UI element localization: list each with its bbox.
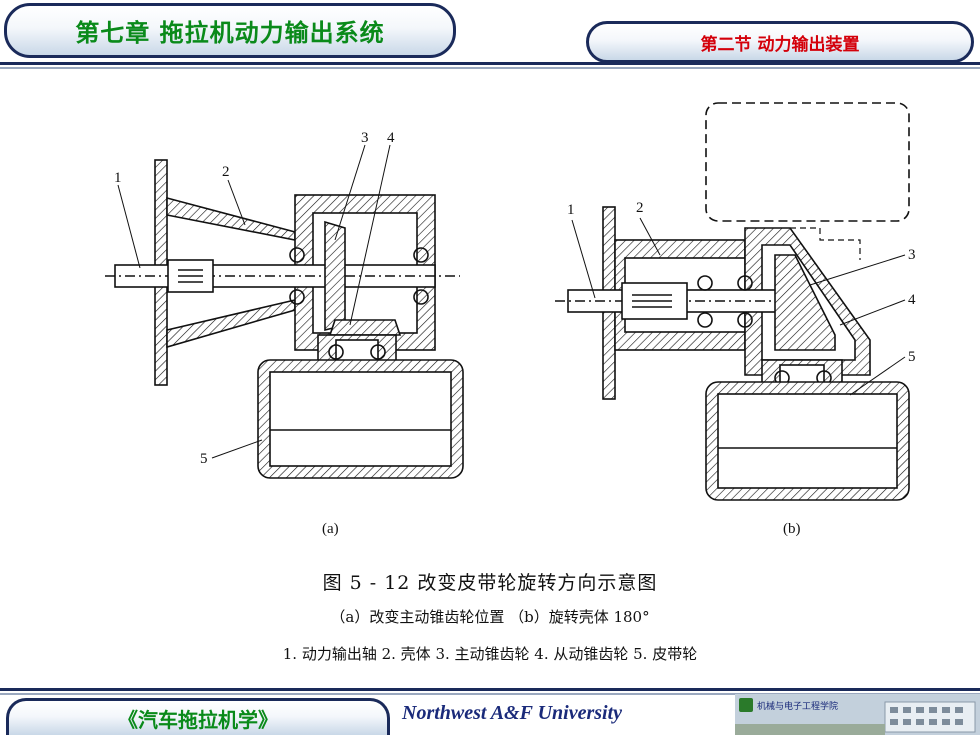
sub-figure-a-label: (a) <box>322 521 339 537</box>
label-a-5: 5 <box>200 451 208 467</box>
college-logo-banner: 机械与电子工程学院 <box>735 694 980 735</box>
college-emblem-icon <box>739 698 753 712</box>
university-name: Northwest A&F University <box>402 702 623 724</box>
footer-rule-thin <box>0 693 980 695</box>
gear-diagram: 1 2 3 4 5 1 2 3 4 5 <box>105 102 916 501</box>
figure-caption-legend: 1. 动力输出轴 2. 壳体 3. 主动锥齿轮 4. 从动锥齿轮 5. 皮带轮 <box>282 645 698 663</box>
label-a-4: 4 <box>387 130 395 146</box>
label-b-1: 1 <box>567 202 575 218</box>
header-rule-thin <box>0 67 980 69</box>
label-b-3: 3 <box>908 247 916 263</box>
chapter-title-tab: 第七章 拖拉机动力输出系统 <box>4 3 456 58</box>
diagram-a <box>105 144 464 479</box>
section-title: 第二节 动力输出装置 <box>700 34 860 55</box>
label-a-3: 3 <box>361 130 369 146</box>
label-b-4: 4 <box>908 292 916 308</box>
footer-rule <box>0 688 980 691</box>
sub-figure-b-label: (b) <box>783 521 801 537</box>
chapter-title: 第七章 拖拉机动力输出系统 <box>75 19 385 47</box>
book-title-tab: 《汽车拖拉机学》 <box>6 698 390 735</box>
label-a-1: 1 <box>114 170 122 186</box>
figure-caption-title: 图 5 - 12 改变皮带轮旋转方向示意图 <box>322 572 658 594</box>
figure-caption-subtitle: （a）改变主动锥齿轮位置 （b）旋转壳体 180° <box>330 608 650 626</box>
college-logo-text: 机械与电子工程学院 <box>757 700 838 712</box>
diagram-b <box>555 102 910 501</box>
label-b-5: 5 <box>908 349 916 365</box>
label-a-2: 2 <box>222 164 230 180</box>
header-rule <box>0 62 980 65</box>
section-title-tab: 第二节 动力输出装置 <box>586 21 974 63</box>
book-title: 《汽车拖拉机学》 <box>118 707 278 732</box>
label-b-2: 2 <box>636 200 644 216</box>
